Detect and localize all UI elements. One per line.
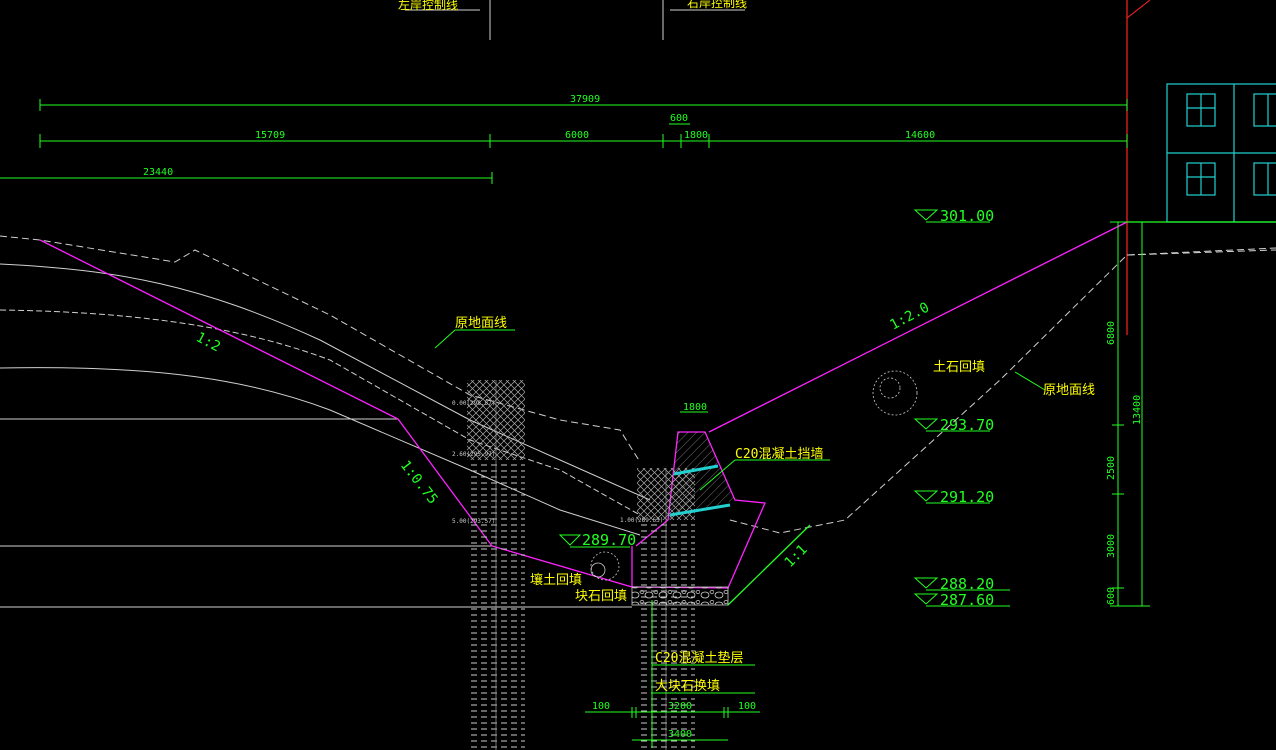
annotation-texts: 原地面线 原地面线 土石回填 C20混凝土挡墙 壤土回填 块石回填 C20混凝土…	[455, 316, 1095, 694]
ground-line-right-label: 原地面线	[1043, 383, 1095, 398]
dim-seg5: 14600	[905, 130, 935, 141]
elev-289: 289.70	[582, 531, 636, 549]
vertical-dimension-texts: 13400 6800 2500 3000 600	[1106, 321, 1143, 605]
elev-288: 288.20	[940, 575, 994, 593]
elev-293: 293.70	[940, 416, 994, 434]
soil-fill-label: 壤土回填	[530, 572, 582, 588]
slope-labels: 1:2 1:0.75 1:2.0 1:1	[193, 300, 932, 571]
retaining-wall-label: C20混凝土挡墙	[735, 446, 823, 462]
elevation-texts: 301.00 293.70 291.20 289.70 288.20 287.6…	[582, 207, 994, 609]
right-control-line-label: 右岸控制线	[687, 0, 747, 10]
borehole-left	[467, 380, 525, 750]
borehole-label-1: 0.00(298.57)	[452, 400, 495, 407]
dim-bottom-b: 3200	[668, 701, 692, 712]
elev-291: 291.20	[940, 488, 994, 506]
retaining-wall	[631, 432, 735, 606]
dim-bottom-a: 100	[592, 701, 610, 712]
dimension-texts: 37909 15709 6000 600 1800 14600 23440	[143, 94, 935, 178]
dim-seg1: 15709	[255, 130, 285, 141]
dimension-chains	[0, 99, 1128, 184]
dim-bottom-total: 3400	[668, 729, 692, 740]
left-control-line: 左岸控制线	[398, 0, 491, 40]
rock-fill-label: 块石回填	[575, 589, 627, 604]
elev-301: 301.00	[940, 207, 994, 225]
cushion-label: C20混凝土垫层	[655, 650, 743, 666]
fill-symbols	[590, 370, 918, 581]
slope-right: 1:2.0	[887, 300, 932, 334]
borehole-depth-texts: 0.00(298.57) 2.60(295.97) 5.00(293.57) 1…	[452, 400, 663, 525]
dim-seg2: 6000	[565, 130, 589, 141]
borehole-label-2: 2.60(295.97)	[452, 451, 495, 458]
slope-right-lower: 1:1	[782, 542, 811, 571]
dim-lower: 23440	[143, 167, 173, 178]
borehole-label-4: 1.00(289.63)	[620, 517, 663, 524]
elev-287: 287.60	[940, 591, 994, 609]
annotation-leaders	[434, 329, 1046, 748]
slope-left-upper: 1:2	[193, 329, 223, 355]
dim-vert-3: 3000	[1106, 534, 1117, 558]
earth-stone-fill-label: 土石回填	[933, 360, 985, 375]
vertical-dimensions	[1110, 221, 1150, 607]
left-control-line-label: 左岸控制线	[398, 0, 458, 12]
dim-wall-top: 1800	[683, 402, 707, 413]
dim-total: 37909	[570, 94, 600, 105]
slope-left-lower: 1:0.75	[397, 458, 441, 508]
ground-line-left-label: 原地面线	[455, 316, 507, 331]
elevation-markers	[558, 209, 1010, 607]
right-control-line: 右岸控制线	[662, 0, 747, 40]
borehole-label-3: 5.00(293.57)	[452, 518, 495, 525]
wall-dimension-texts: 1800 100 3200 100 3400	[592, 402, 756, 740]
building	[1127, 83, 1276, 223]
dim-vert-1: 6800	[1106, 321, 1117, 345]
big-rock-label: 大块石换填	[655, 679, 720, 694]
dim-bottom-c: 100	[738, 701, 756, 712]
ground-lines	[0, 235, 1276, 608]
building-control-line	[1126, 0, 1151, 335]
dim-seg4: 1800	[684, 130, 708, 141]
dim-vert-total: 13400	[1132, 395, 1143, 425]
dim-vert-4: 600	[1106, 587, 1117, 605]
dim-vert-2: 2500	[1106, 456, 1117, 480]
dim-seg3: 600	[670, 113, 688, 124]
